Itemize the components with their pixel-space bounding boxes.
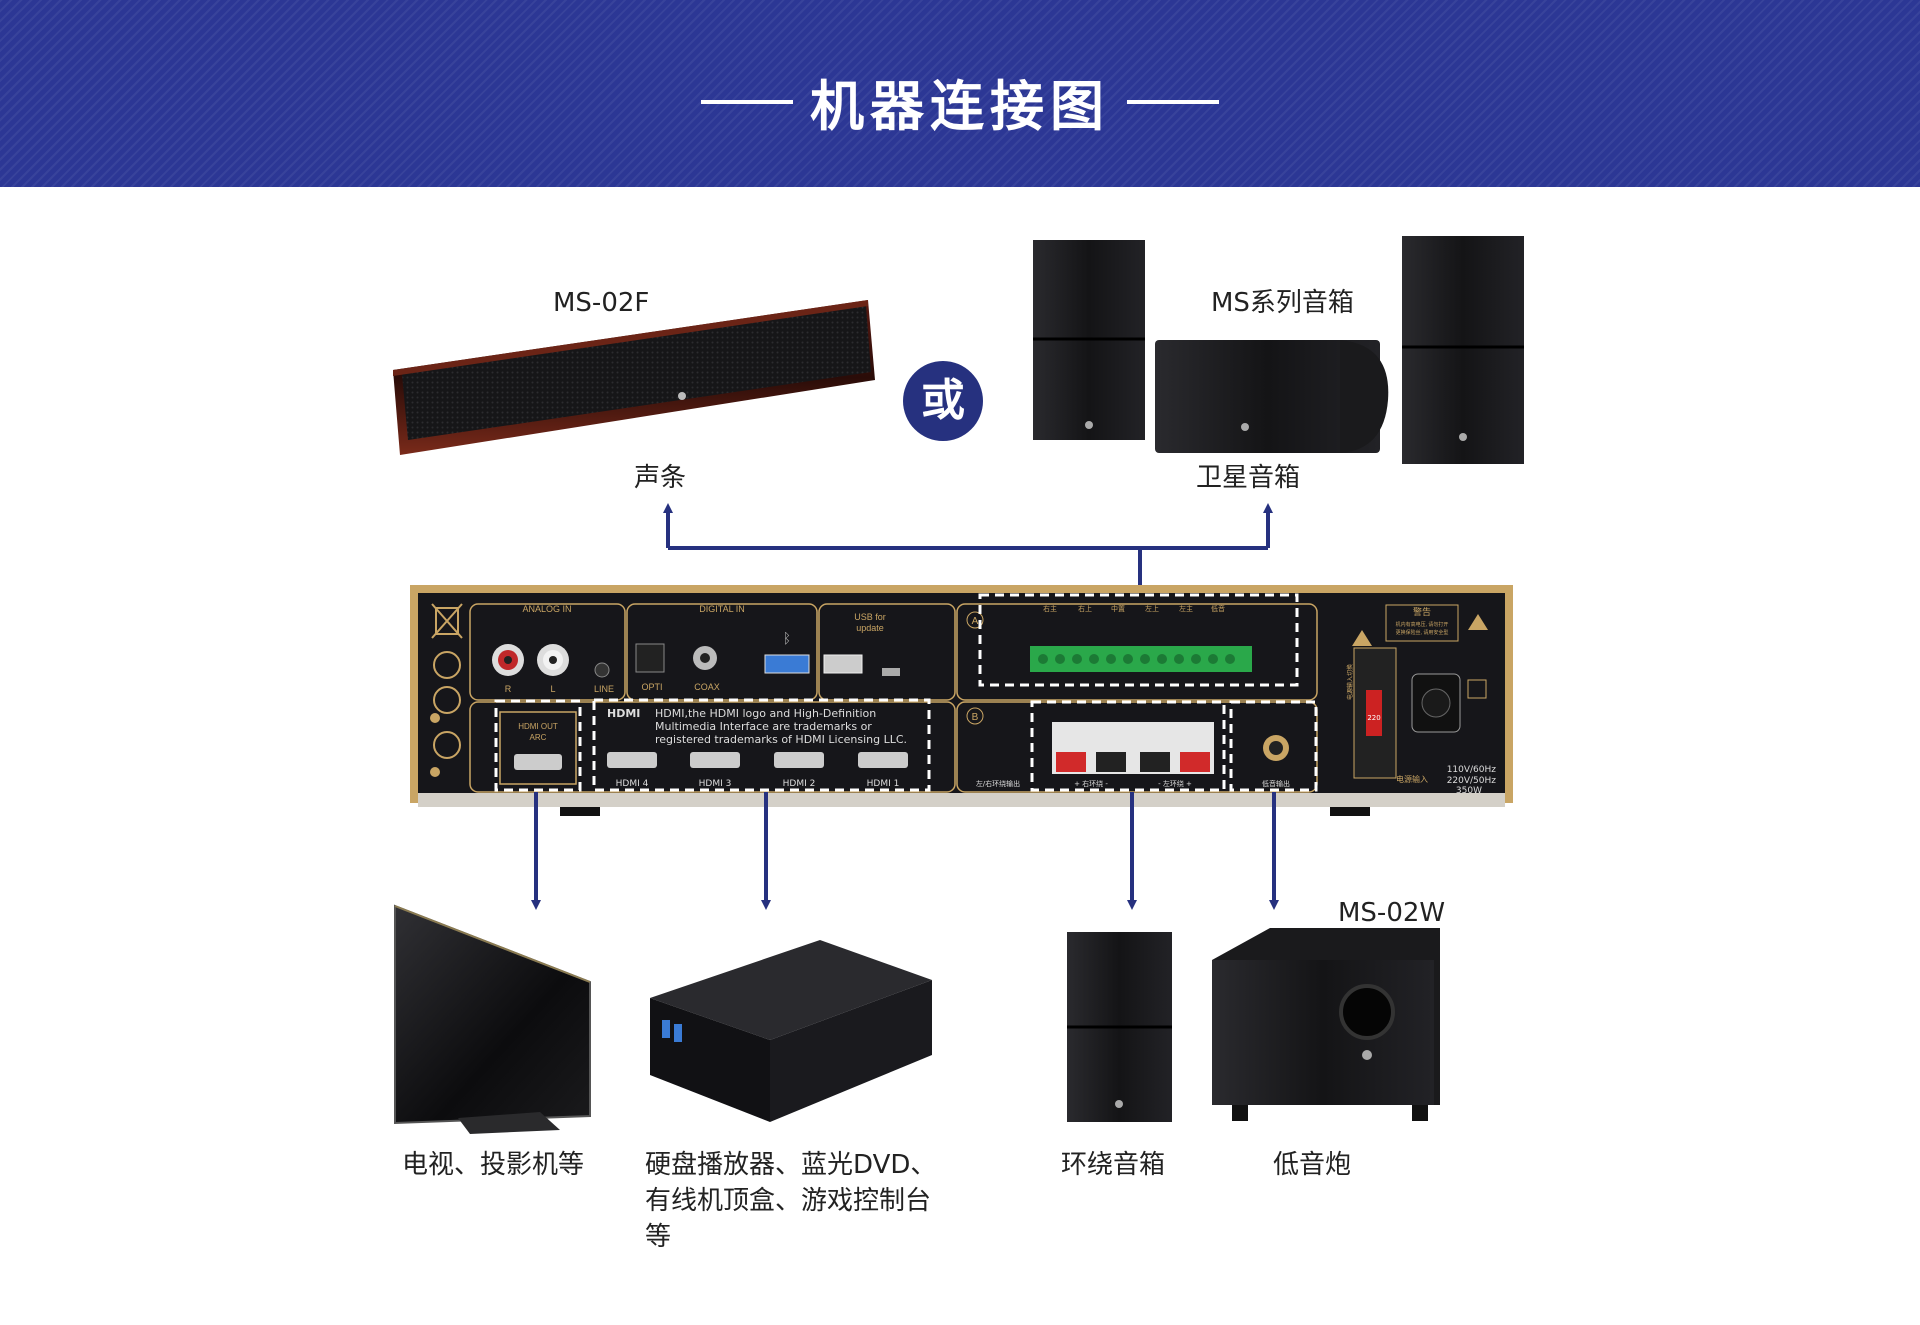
speaker-logo-icon bbox=[1241, 423, 1249, 431]
hdmi-2-label: HDMI 2 bbox=[783, 779, 816, 789]
hdmi-notice-line-1: HDMI,the HDMI logo and High-Definition bbox=[655, 707, 876, 720]
warning-text-1: 机内有高电压, 请勿打开 bbox=[1396, 621, 1449, 628]
svg-text:中置: 中置 bbox=[1111, 604, 1125, 613]
subwoofer-label: 低音炮 bbox=[1273, 1150, 1352, 1180]
opti-label: OPTI bbox=[641, 682, 662, 692]
jack-r-label: R bbox=[505, 684, 512, 694]
soundbar-logo-icon bbox=[678, 392, 686, 400]
speaker-logo-icon bbox=[1362, 1050, 1372, 1060]
left-surround-label: - 左环绕 + bbox=[1158, 779, 1192, 788]
bluetooth-icon: ᛒ bbox=[783, 631, 791, 647]
hdmi-out-label: HDMI OUT bbox=[518, 722, 558, 731]
warning-label: 警告 bbox=[1413, 606, 1431, 617]
title-right-rule bbox=[1127, 99, 1220, 104]
speaker-logo-icon bbox=[1115, 1100, 1123, 1108]
warning-icon-left bbox=[1352, 630, 1372, 646]
class-ii-icon bbox=[1467, 679, 1487, 699]
usb-update-label-1: USB for bbox=[854, 612, 886, 622]
subwoofer-output-label: 低音输出 bbox=[1262, 779, 1290, 788]
micro-usb-port bbox=[882, 668, 900, 676]
voltage-value: 220 bbox=[1367, 714, 1380, 722]
hdmi-4-label: HDMI 4 bbox=[616, 779, 649, 789]
speaker-logo-icon bbox=[1459, 433, 1467, 441]
svg-text:左上: 左上 bbox=[1145, 604, 1159, 613]
subwoofer-port bbox=[1339, 984, 1395, 1040]
svg-text:右上: 右上 bbox=[1078, 604, 1092, 613]
svg-text:右主: 右主 bbox=[1043, 604, 1057, 613]
hdmi-arc-label: ARC bbox=[530, 733, 547, 742]
hdmi-out-port bbox=[514, 754, 562, 770]
coax-label: COAX bbox=[694, 682, 720, 692]
terminal-screws bbox=[1038, 654, 1235, 664]
rear-panel: ANALOG IN DIGITAL IN USB for update R L … bbox=[410, 585, 1513, 816]
page-title: 机器连接图 bbox=[810, 75, 1110, 138]
section-b-label: B bbox=[972, 712, 979, 723]
digital-in-label: DIGITAL IN bbox=[699, 604, 745, 614]
speaker-terminal-labels: 右主 右上 中置 左上 左主 低音 bbox=[1043, 604, 1225, 613]
jack-l-label: L bbox=[550, 684, 555, 694]
svg-text:低音: 低音 bbox=[1211, 604, 1225, 613]
compliance-icons bbox=[431, 603, 463, 759]
usb-update-port bbox=[823, 654, 863, 674]
right-surround-label: + 右环绕 - bbox=[1074, 779, 1108, 788]
optical-port bbox=[635, 643, 665, 673]
power-spec-2: 220V/50Hz bbox=[1447, 776, 1497, 786]
power-spec-1: 110V/60Hz bbox=[1447, 765, 1497, 775]
media-player-image bbox=[650, 940, 932, 1122]
voltage-select-label: 电源输入切换 bbox=[1346, 664, 1354, 700]
hdmi-1-label: HDMI 1 bbox=[867, 779, 900, 789]
bottom-arrows bbox=[531, 792, 1279, 910]
section-a-label: A bbox=[972, 616, 979, 627]
soundbar-image bbox=[393, 300, 875, 455]
player-label: 硬盘播放器、蓝光DVD、有线机顶盒、游戏控制台等 bbox=[645, 1150, 937, 1252]
subwoofer-image bbox=[1212, 928, 1440, 1121]
title-row: 机器连接图 bbox=[0, 62, 1920, 141]
subwoofer-model-label: MS-02W bbox=[1338, 898, 1446, 928]
center-speaker bbox=[1155, 340, 1389, 453]
satellite-label: 卫星音箱 bbox=[1196, 463, 1301, 493]
hdmi-logo: HDMI bbox=[607, 707, 640, 720]
surround-binding-posts bbox=[1052, 722, 1214, 774]
tv-image bbox=[394, 904, 591, 1134]
power-spec-3: 350W bbox=[1456, 786, 1482, 796]
or-badge: 或 bbox=[903, 361, 983, 441]
hdmi-notice-line-2: Multimedia Interface are trademarks or bbox=[655, 720, 872, 733]
header-banner: 机器连接图 bbox=[0, 0, 1920, 187]
title-left-rule bbox=[700, 99, 793, 104]
satellite-speaker-right bbox=[1402, 236, 1524, 464]
hdmi-3-label: HDMI 3 bbox=[699, 779, 732, 789]
analog-in-label: ANALOG IN bbox=[522, 604, 571, 614]
speaker-logo-icon bbox=[1085, 421, 1093, 429]
svg-text:左主: 左主 bbox=[1179, 604, 1193, 613]
surround-label: 环绕音箱 bbox=[1061, 1150, 1166, 1180]
surround-speaker-image bbox=[1067, 932, 1172, 1122]
voltage-switch bbox=[1366, 690, 1382, 736]
hdmi-input-ports bbox=[607, 752, 908, 768]
soundbar-model-label: MS-02F bbox=[553, 288, 650, 318]
surround-output-label: 左/右环绕输出 bbox=[976, 779, 1020, 788]
top-arrows bbox=[663, 503, 1273, 588]
power-input-label: 电源输入 bbox=[1396, 774, 1428, 784]
line-jack bbox=[594, 662, 610, 678]
satellite-model-label: MS系列音箱 bbox=[1211, 288, 1354, 318]
rca-jack-r bbox=[492, 644, 524, 676]
highlight-boxes bbox=[494, 593, 1318, 792]
satellite-speaker-left bbox=[1033, 240, 1145, 440]
soundbar-label: 声条 bbox=[634, 463, 687, 493]
tv-label: 电视、投影机等 bbox=[402, 1150, 585, 1180]
warning-text-2: 更换保险丝, 请用安全型 bbox=[1396, 629, 1449, 636]
jack-line-label: LINE bbox=[594, 684, 614, 694]
hdmi-notice-line-3: registered trademarks of HDMI Licensing … bbox=[655, 733, 907, 746]
usb-update-label-2: update bbox=[856, 623, 884, 633]
warning-icon-right bbox=[1468, 614, 1488, 630]
rca-jack-l bbox=[537, 644, 569, 676]
usb-blue-port bbox=[764, 654, 810, 674]
